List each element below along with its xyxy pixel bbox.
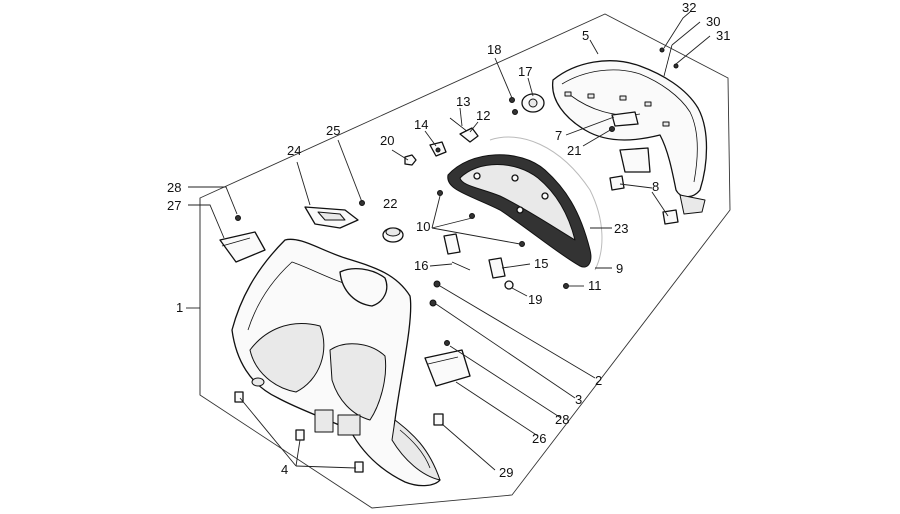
leader-lines: [186, 11, 711, 471]
callout-16: 16: [414, 258, 428, 273]
callout-26: 26: [532, 431, 546, 446]
callout-32: 32: [682, 0, 696, 15]
box-part-27: [219, 231, 266, 263]
assembly-frame: [199, 13, 731, 509]
pin-part-13: [449, 117, 469, 133]
callout-28-top: 28: [167, 180, 181, 195]
callout-31: 31: [716, 28, 730, 43]
bracket-part-7: [611, 111, 639, 127]
box-part-26: [424, 349, 471, 387]
callout-12: 12: [476, 108, 490, 123]
fairing-part-5: [551, 60, 708, 215]
callout-5: 5: [582, 28, 589, 43]
callout-19: 19: [528, 292, 542, 307]
bracket-part-15a: [443, 233, 461, 255]
callout-24: 24: [287, 143, 301, 158]
callout-23: 23: [614, 221, 628, 236]
callout-4: 4: [281, 462, 288, 477]
callout-9: 9: [616, 261, 623, 276]
callout-18: 18: [487, 42, 501, 57]
callout-3: 3: [575, 392, 582, 407]
grommet-part-22: [382, 227, 404, 243]
callout-10: 10: [416, 219, 430, 234]
callout-7: 7: [555, 128, 562, 143]
screw-part-28b: [444, 340, 450, 346]
screw-part-10c: [519, 241, 525, 247]
callout-13: 13: [456, 94, 470, 109]
rod-part-30: [663, 44, 673, 77]
screw-part-18a: [509, 97, 515, 103]
screw-part-25: [359, 200, 365, 206]
callout-29: 29: [499, 465, 513, 480]
screw-part-31: [673, 63, 679, 69]
screw-part-10a: [437, 190, 443, 196]
callout-15: 15: [534, 256, 548, 271]
plate-part-17: [521, 93, 545, 113]
callout-30: 30: [706, 14, 720, 29]
callout-17: 17: [518, 64, 532, 79]
callout-11: 11: [588, 278, 602, 293]
callout-labels: 32 30 31 5 18 17 13 12 14 7 21 25 20 24 …: [167, 0, 730, 480]
body-shell-part-1: [231, 238, 441, 487]
clip-part-4b: [295, 429, 305, 441]
nut-part-19: [504, 280, 514, 290]
clip-part-4a: [234, 391, 244, 403]
clip-part-4c: [354, 461, 364, 473]
callout-21: 21: [567, 143, 581, 158]
callout-8: 8: [652, 179, 659, 194]
screw-part-28a: [235, 215, 241, 221]
inner-panel-part-23: [447, 136, 603, 271]
screw-part-11: [563, 283, 569, 289]
callout-2: 2: [595, 373, 602, 388]
screw-part-2: [433, 280, 441, 288]
callout-25: 25: [326, 123, 340, 138]
callout-22: 22: [383, 196, 397, 211]
callout-1: 1: [176, 300, 183, 315]
clip-part-29: [433, 413, 444, 426]
callout-14: 14: [414, 117, 428, 132]
bracket-part-15b: [488, 257, 506, 279]
callout-20: 20: [380, 133, 394, 148]
callout-28-bottom: 28: [555, 412, 569, 427]
screw-part-32: [659, 47, 665, 53]
clip-part-8: [609, 175, 625, 191]
bracket-part-12: [459, 127, 479, 143]
nut-part-20: [404, 154, 417, 166]
callout-27: 27: [167, 198, 181, 213]
screw-part-3: [429, 299, 437, 307]
pin-part-16: [451, 261, 471, 271]
screw-part-10b: [469, 213, 475, 219]
screw-part-18b: [512, 109, 518, 115]
